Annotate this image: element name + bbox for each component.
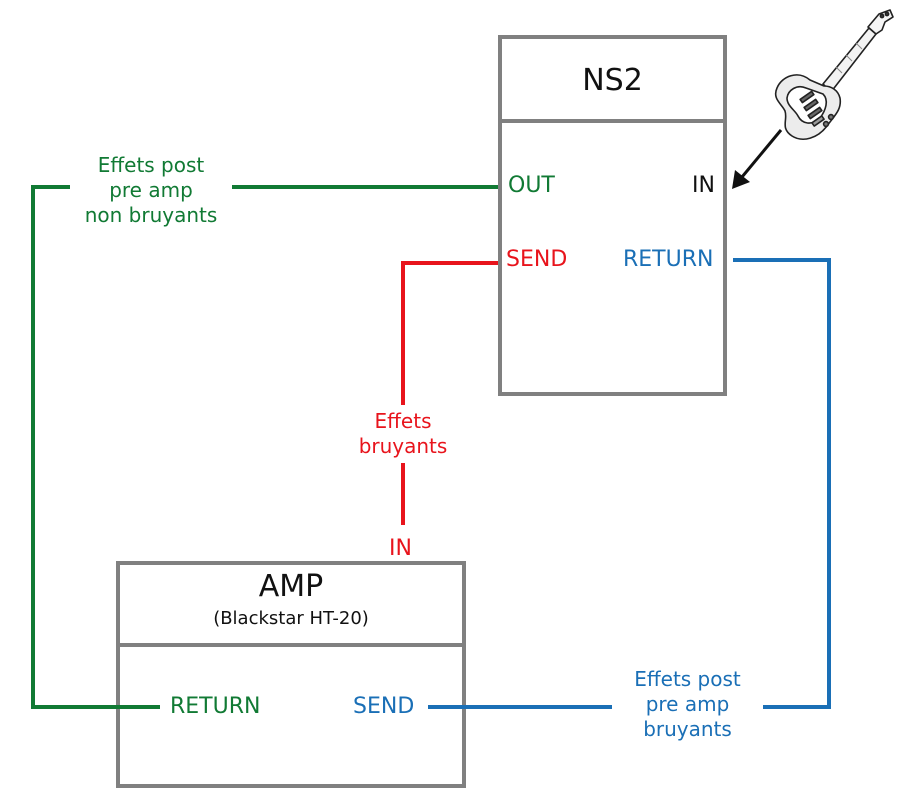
blue-cable-note: Effets post pre amp bruyants [612, 667, 763, 742]
red-cable-note-line: bruyants [358, 434, 448, 458]
guitar-arrow [732, 129, 783, 189]
blue-cable-note-line: bruyants [643, 717, 732, 741]
green-cable-note-line: pre amp [109, 178, 193, 202]
red-cable-note: Effets bruyants [343, 409, 463, 459]
ns2-box [498, 35, 727, 396]
blue-cable-note-line: pre amp [645, 692, 730, 716]
blue-cable [428, 258, 831, 709]
ns2-send-port-label: SEND [506, 247, 568, 272]
electric-guitar-icon [774, 9, 894, 140]
amp-in-port-label: IN [389, 536, 412, 561]
ns2-out-port-label: OUT [508, 173, 555, 198]
ns2-in-port-label: IN [692, 173, 715, 198]
green-cable [31, 185, 498, 709]
ns2-title: NS2 [582, 63, 643, 98]
amp-box [116, 561, 466, 788]
amp-send-port-label: SEND [353, 694, 415, 719]
green-cable-note: Effets post pre amp non bruyants [70, 153, 232, 228]
red-cable-note-line: Effets [374, 409, 432, 433]
amp-title: AMP [258, 569, 324, 604]
amp-return-port-label: RETURN [170, 694, 261, 719]
green-cable-note-line: Effets post [97, 153, 205, 177]
green-cable-note-line: non bruyants [84, 203, 218, 227]
amp-subtitle: (Blackstar HT-20) [213, 608, 369, 629]
ns2-return-port-label: RETURN [623, 247, 714, 272]
blue-cable-note-line: Effets post [634, 667, 741, 691]
red-cable [401, 261, 498, 525]
